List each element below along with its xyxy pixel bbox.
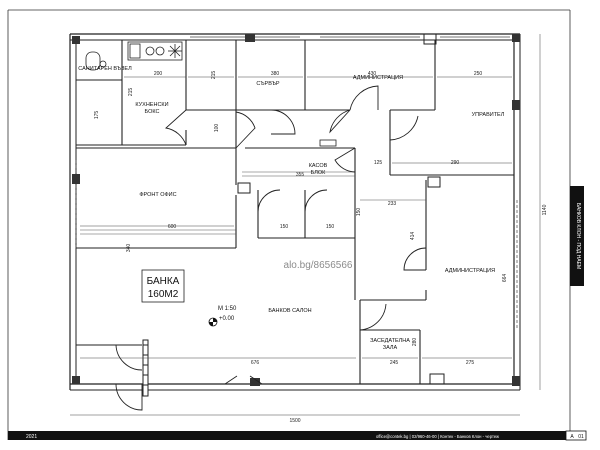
dim-600: 600 <box>168 224 177 230</box>
dim-414: 414 <box>410 232 416 241</box>
bank-label-line1: БАНКА <box>147 276 180 287</box>
footer-sheet-box <box>565 430 587 441</box>
dim-250: 250 <box>474 71 483 77</box>
footer-contact: office@contek.bg | 02/960-46-00 | Контек… <box>376 434 499 439</box>
dim-340: 340 <box>126 244 132 253</box>
room-label-meeting-line2: ЗАЛА <box>383 345 398 351</box>
room-label-meeting-line1: ЗАСЕДАТЕЛНА <box>370 338 410 344</box>
dim-215: 215 <box>211 71 217 80</box>
door-swings <box>115 85 427 411</box>
dim-200: 200 <box>154 71 163 77</box>
watermark: alo.bg/8656566 <box>284 260 353 271</box>
bank-label-box <box>141 269 185 303</box>
footer-sheet-letter: A <box>570 434 574 440</box>
footer-year: 2021 <box>26 434 37 440</box>
dim-664: 664 <box>502 274 508 283</box>
dim-150-b: 150 <box>326 224 335 230</box>
dim-233: 233 <box>388 201 397 207</box>
dim-125: 125 <box>374 160 383 166</box>
room-label-hall: БАНКОВ САЛОН <box>268 308 311 314</box>
glass-partitions <box>80 171 426 235</box>
room-label-admin-right: АДМИНИСТРАЦИЯ <box>445 268 495 274</box>
dim-1500: 1500 <box>289 418 300 424</box>
room-label-manager: УПРАВИТЕЛ <box>472 112 505 118</box>
entrance-walls <box>76 339 149 397</box>
dim-430: 430 <box>368 71 377 77</box>
dim-245: 245 <box>390 360 399 366</box>
side-label: БАНКОВ КЛОН - ПОД НАЕМ <box>575 203 581 269</box>
dim-355: 355 <box>296 172 305 178</box>
wc-toilet-icon <box>85 51 101 71</box>
structural-columns <box>72 33 520 386</box>
room-label-front-office: ФРОНТ ОФИС <box>139 192 176 198</box>
room-label-server: СЪРВЪР <box>256 81 280 87</box>
dim-100: 100 <box>214 124 220 133</box>
wc-sink-icon <box>99 60 107 68</box>
dim-676: 676 <box>251 360 260 366</box>
level-text: +0.00 <box>219 316 235 322</box>
dim-290: 290 <box>451 160 460 166</box>
dim-1140: 1140 <box>542 204 548 215</box>
dimension-lines <box>70 34 541 416</box>
scale-text: М 1:50 <box>218 306 237 312</box>
footer-strip <box>8 431 570 440</box>
room-label-wc: САНИТАРЕН ВЪЗЕЛ <box>78 66 132 72</box>
side-label-bar <box>570 186 584 286</box>
footer-sheet-number: 01 <box>578 434 584 440</box>
dim-150-vertical: 150 <box>356 208 362 217</box>
room-label-kitchen-line1: КУХНЕНСКИ <box>135 102 168 108</box>
dim-380: 380 <box>271 71 280 77</box>
room-label-kitchen-line2: БОКС <box>145 109 160 115</box>
room-label-cash-line1: КАСОВ <box>309 163 328 169</box>
fixtures <box>85 41 337 147</box>
dim-175: 175 <box>94 111 100 120</box>
room-label-cash-line2: БЛОК <box>311 170 326 176</box>
bank-label-line2: 160М2 <box>148 289 179 300</box>
dim-215-vertical: 215 <box>128 88 134 97</box>
dim-275: 275 <box>466 360 475 366</box>
dim-150-a: 150 <box>280 224 289 230</box>
dim-280: 280 <box>412 338 418 347</box>
level-marker-fill <box>209 318 217 326</box>
room-label-admin-top: АДМИНИСТРАЦИЯ <box>353 75 403 81</box>
